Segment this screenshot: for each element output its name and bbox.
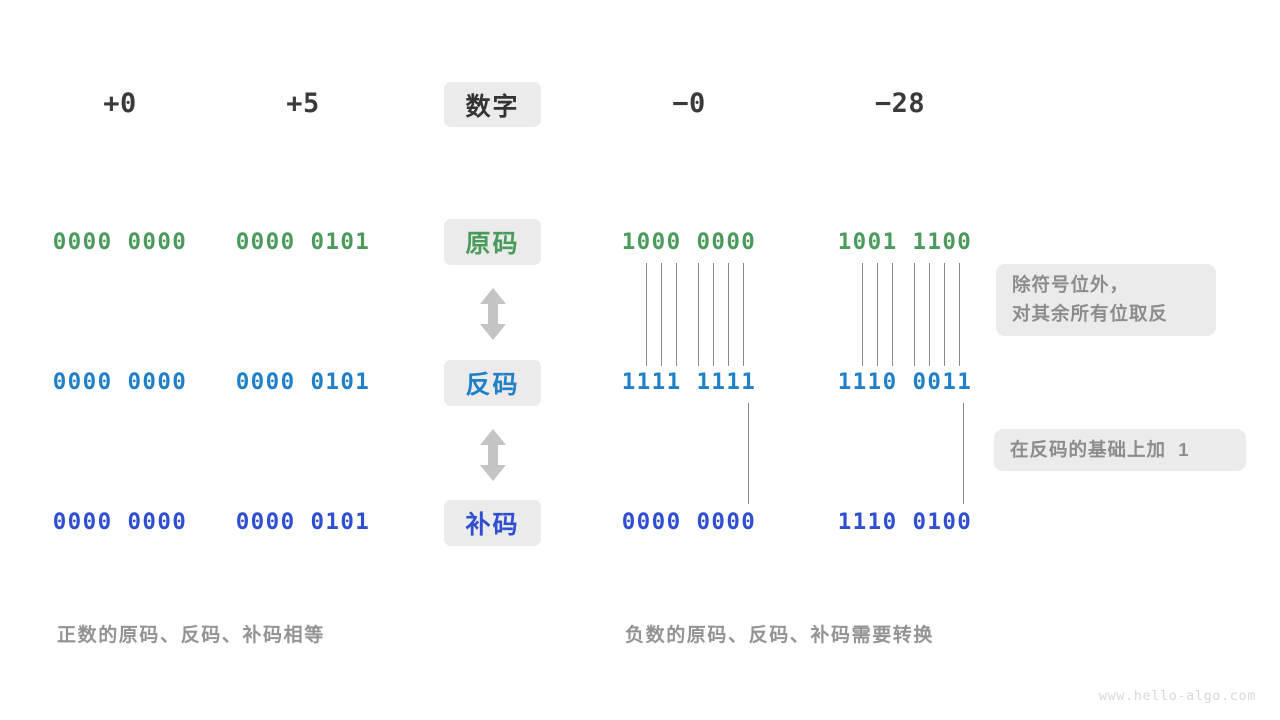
double-vertical-arrow-icon <box>477 287 509 341</box>
note-plus-one: 在反码的基础上加 1 <box>994 429 1246 471</box>
connector-tick <box>646 263 647 366</box>
bits-bu-neg-zero: 0000 0000 <box>621 509 757 535</box>
connector-tick <box>892 263 893 366</box>
connector-tick <box>944 263 945 366</box>
bits-yuan-neg-zero: 1000 0000 <box>621 229 757 255</box>
bits-fan-neg-28: 1110 0011 <box>837 369 973 395</box>
header-number-neg-zero: −0 <box>672 88 706 119</box>
bits-yuan-pos-zero: 0000 0000 <box>52 229 188 255</box>
note-invert-line-1: 除符号位外， <box>1012 274 1130 296</box>
note-invert-bits: 除符号位外， 对其余所有位取反 <box>996 264 1216 336</box>
header-number-pos-five: +5 <box>286 88 320 119</box>
bits-fan-neg-zero: 1111 1111 <box>621 369 757 395</box>
bits-yuan-neg-28: 1001 1100 <box>837 229 973 255</box>
connector-tick <box>929 263 930 366</box>
chip-row-fan: 反码 <box>444 360 541 406</box>
header-number-pos-zero: +0 <box>103 88 137 119</box>
watermark: www.hello-algo.com <box>1098 688 1256 704</box>
connector-tick <box>963 403 964 504</box>
chip-row-yuan: 原码 <box>444 219 541 265</box>
header-number-neg-28: −28 <box>874 88 926 119</box>
note-invert-line-2: 对其余所有位取反 <box>1012 303 1169 324</box>
bits-fan-pos-five: 0000 0101 <box>235 369 371 395</box>
bits-bu-pos-five: 0000 0101 <box>235 509 371 535</box>
bits-fan-pos-zero: 0000 0000 <box>52 369 188 395</box>
connector-tick <box>914 263 915 366</box>
double-vertical-arrow-icon <box>477 428 509 482</box>
chip-row-bu: 补码 <box>444 500 541 546</box>
connector-tick <box>676 263 677 366</box>
connector-tick <box>877 263 878 366</box>
bits-yuan-pos-five: 0000 0101 <box>235 229 371 255</box>
connector-tick <box>743 263 744 366</box>
caption-positive: 正数的原码、反码、补码相等 <box>57 625 325 646</box>
connector-tick <box>959 263 960 366</box>
connector-tick <box>728 263 729 366</box>
bits-bu-pos-zero: 0000 0000 <box>52 509 188 535</box>
connector-tick <box>661 263 662 366</box>
bits-bu-neg-28: 1110 0100 <box>837 509 973 535</box>
connector-tick <box>698 263 699 366</box>
connector-tick <box>713 263 714 366</box>
connector-tick <box>862 263 863 366</box>
chip-number-label: 数字 <box>444 82 541 127</box>
connector-tick <box>748 403 749 504</box>
note-plus-one-line-1: 在反码的基础上加 1 <box>1010 438 1190 460</box>
caption-negative: 负数的原码、反码、补码需要转换 <box>625 625 935 646</box>
